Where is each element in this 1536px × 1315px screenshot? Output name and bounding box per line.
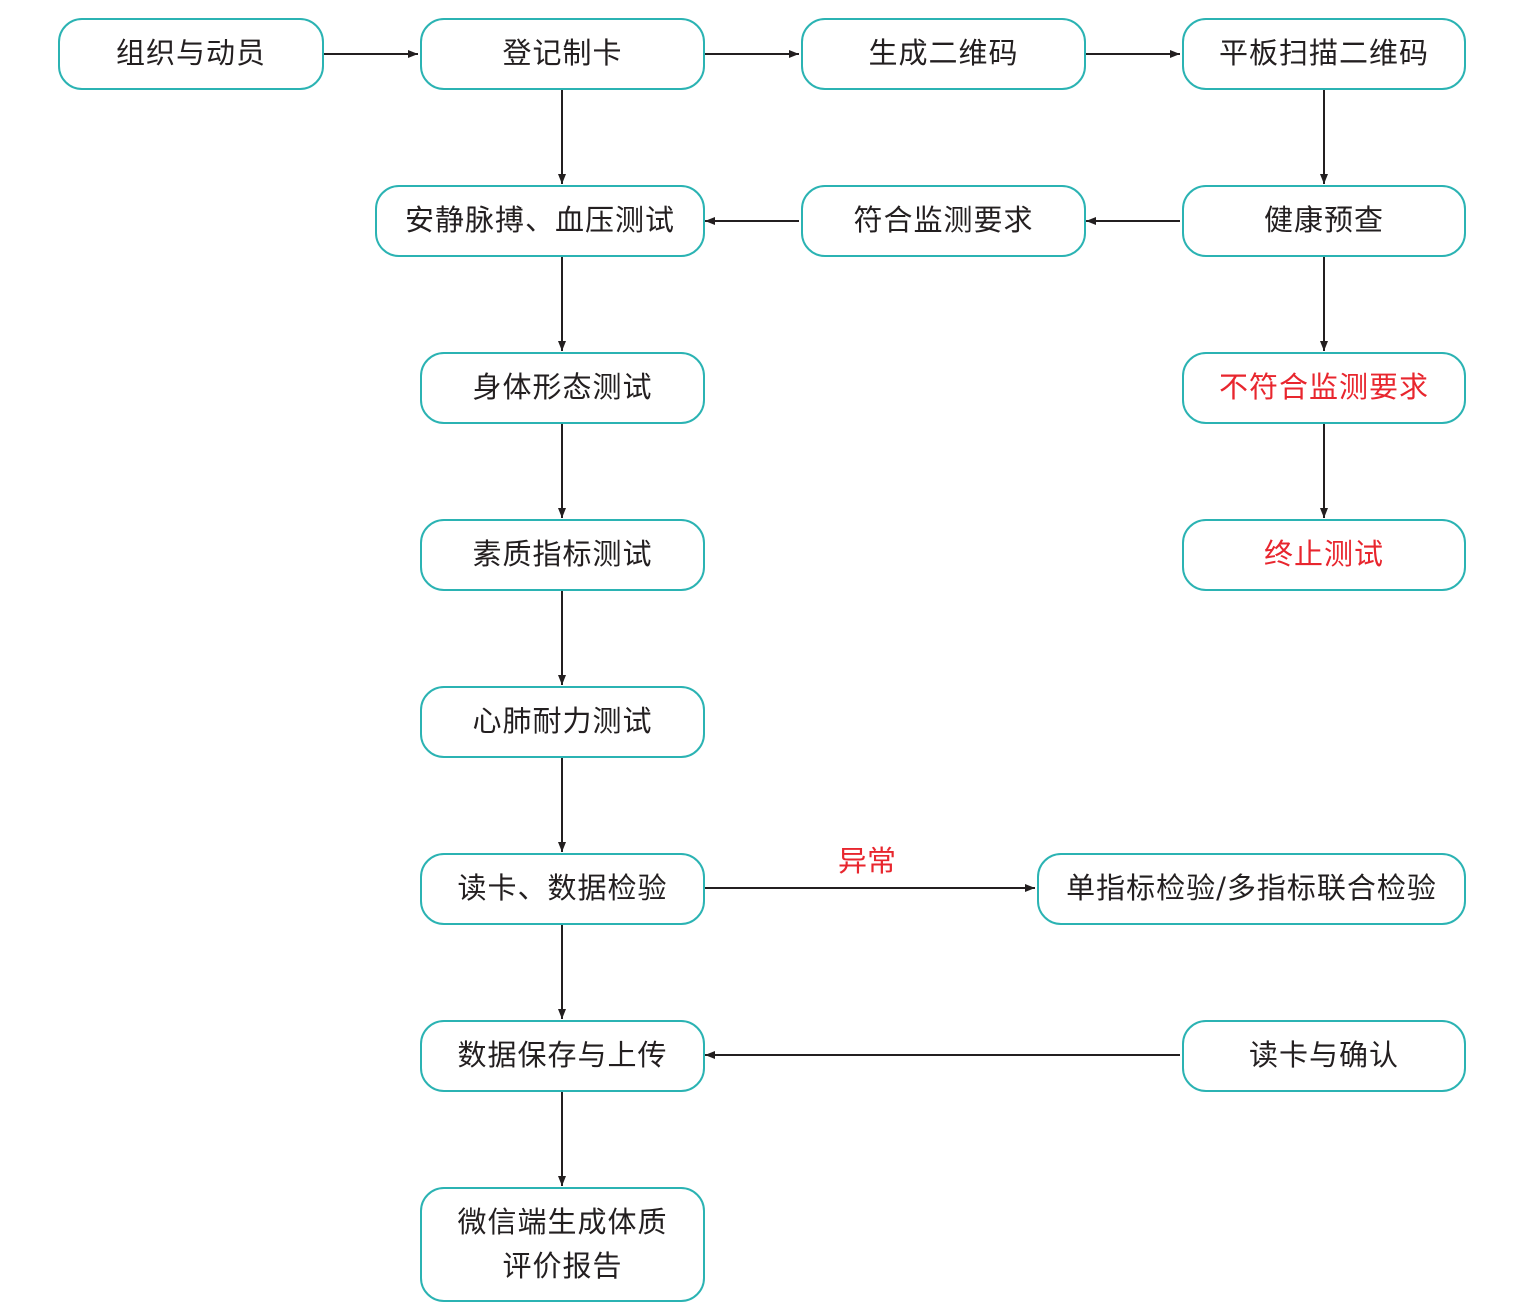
node-not-meets-requirements: 不符合监测要求 xyxy=(1182,352,1466,424)
node-read-card-confirm: 读卡与确认 xyxy=(1182,1020,1466,1092)
node-read-card-verify: 读卡、数据检验 xyxy=(420,853,705,925)
node-cardio-endurance-test: 心肺耐力测试 xyxy=(420,686,705,758)
node-wechat-report-line1: 微信端生成体质 xyxy=(457,1205,668,1239)
node-generate-qr: 生成二维码 xyxy=(801,18,1086,90)
edge-label-abnormal: 异常 xyxy=(838,844,897,878)
node-read-card-verify-label: 读卡、数据检验 xyxy=(457,871,668,906)
node-generate-qr-label: 生成二维码 xyxy=(868,36,1019,71)
node-register-card: 登记制卡 xyxy=(420,18,705,90)
node-save-upload: 数据保存与上传 xyxy=(420,1020,705,1092)
node-index-check: 单指标检验/多指标联合检验 xyxy=(1037,853,1466,925)
node-fitness-index-test: 素质指标测试 xyxy=(420,519,705,591)
node-tablet-scan-qr-label: 平板扫描二维码 xyxy=(1218,36,1429,71)
node-health-screening: 健康预查 xyxy=(1182,185,1466,257)
node-meets-requirements: 符合监测要求 xyxy=(801,185,1086,257)
node-body-shape-test-label: 身体形态测试 xyxy=(472,370,653,405)
node-terminate-test-label: 终止测试 xyxy=(1263,537,1384,572)
node-resting-pulse-bp: 安静脉搏、血压测试 xyxy=(375,185,705,257)
node-organize: 组织与动员 xyxy=(58,18,324,90)
node-meets-requirements-label: 符合监测要求 xyxy=(853,203,1034,238)
node-fitness-index-test-label: 素质指标测试 xyxy=(472,537,653,572)
node-health-screening-label: 健康预查 xyxy=(1263,203,1384,238)
node-wechat-report-line2: 评价报告 xyxy=(502,1248,623,1283)
node-resting-pulse-bp-label: 安静脉搏、血压测试 xyxy=(404,203,675,238)
node-not-meets-requirements-label: 不符合监测要求 xyxy=(1218,370,1429,405)
node-organize-label: 组织与动员 xyxy=(115,36,266,71)
node-body-shape-test: 身体形态测试 xyxy=(420,352,705,424)
node-register-card-label: 登记制卡 xyxy=(502,36,623,71)
node-save-upload-label: 数据保存与上传 xyxy=(457,1038,668,1073)
node-tablet-scan-qr: 平板扫描二维码 xyxy=(1182,18,1466,90)
node-cardio-endurance-test-label: 心肺耐力测试 xyxy=(472,704,653,739)
node-read-card-confirm-label: 读卡与确认 xyxy=(1248,1038,1399,1073)
node-terminate-test: 终止测试 xyxy=(1182,519,1466,591)
node-wechat-report: 微信端生成体质 评价报告 xyxy=(420,1187,705,1302)
node-index-check-label: 单指标检验/多指标联合检验 xyxy=(1066,871,1437,906)
